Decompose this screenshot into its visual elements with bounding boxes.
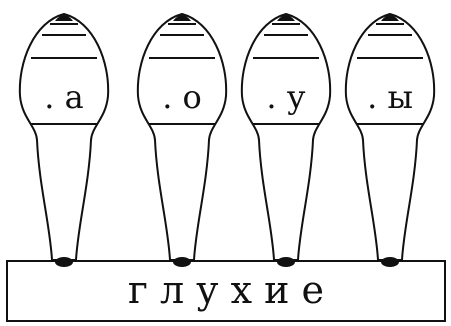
pin-outline <box>20 14 108 260</box>
pin-label: . у <box>266 78 305 116</box>
base-label: г л у х и е <box>128 268 324 312</box>
pin-outline <box>138 14 226 260</box>
pin-2: . о <box>138 14 226 267</box>
pin-outline <box>346 14 434 260</box>
pin-label: . о <box>162 78 202 116</box>
pin-base-dot <box>381 257 399 267</box>
base-board: г л у х и е <box>7 261 445 321</box>
pin-3: . у <box>242 14 330 267</box>
pin-outline <box>242 14 330 260</box>
pin-base-dot <box>277 257 295 267</box>
pin-base-dot <box>173 257 191 267</box>
pin-base-dot <box>55 257 73 267</box>
pin-1: . а <box>20 14 108 267</box>
pin-label: . ы <box>367 78 413 116</box>
pin-4: . ы <box>346 14 434 267</box>
pin-label: . а <box>44 78 83 116</box>
pins-group: . а . о . у . ы <box>20 14 434 267</box>
